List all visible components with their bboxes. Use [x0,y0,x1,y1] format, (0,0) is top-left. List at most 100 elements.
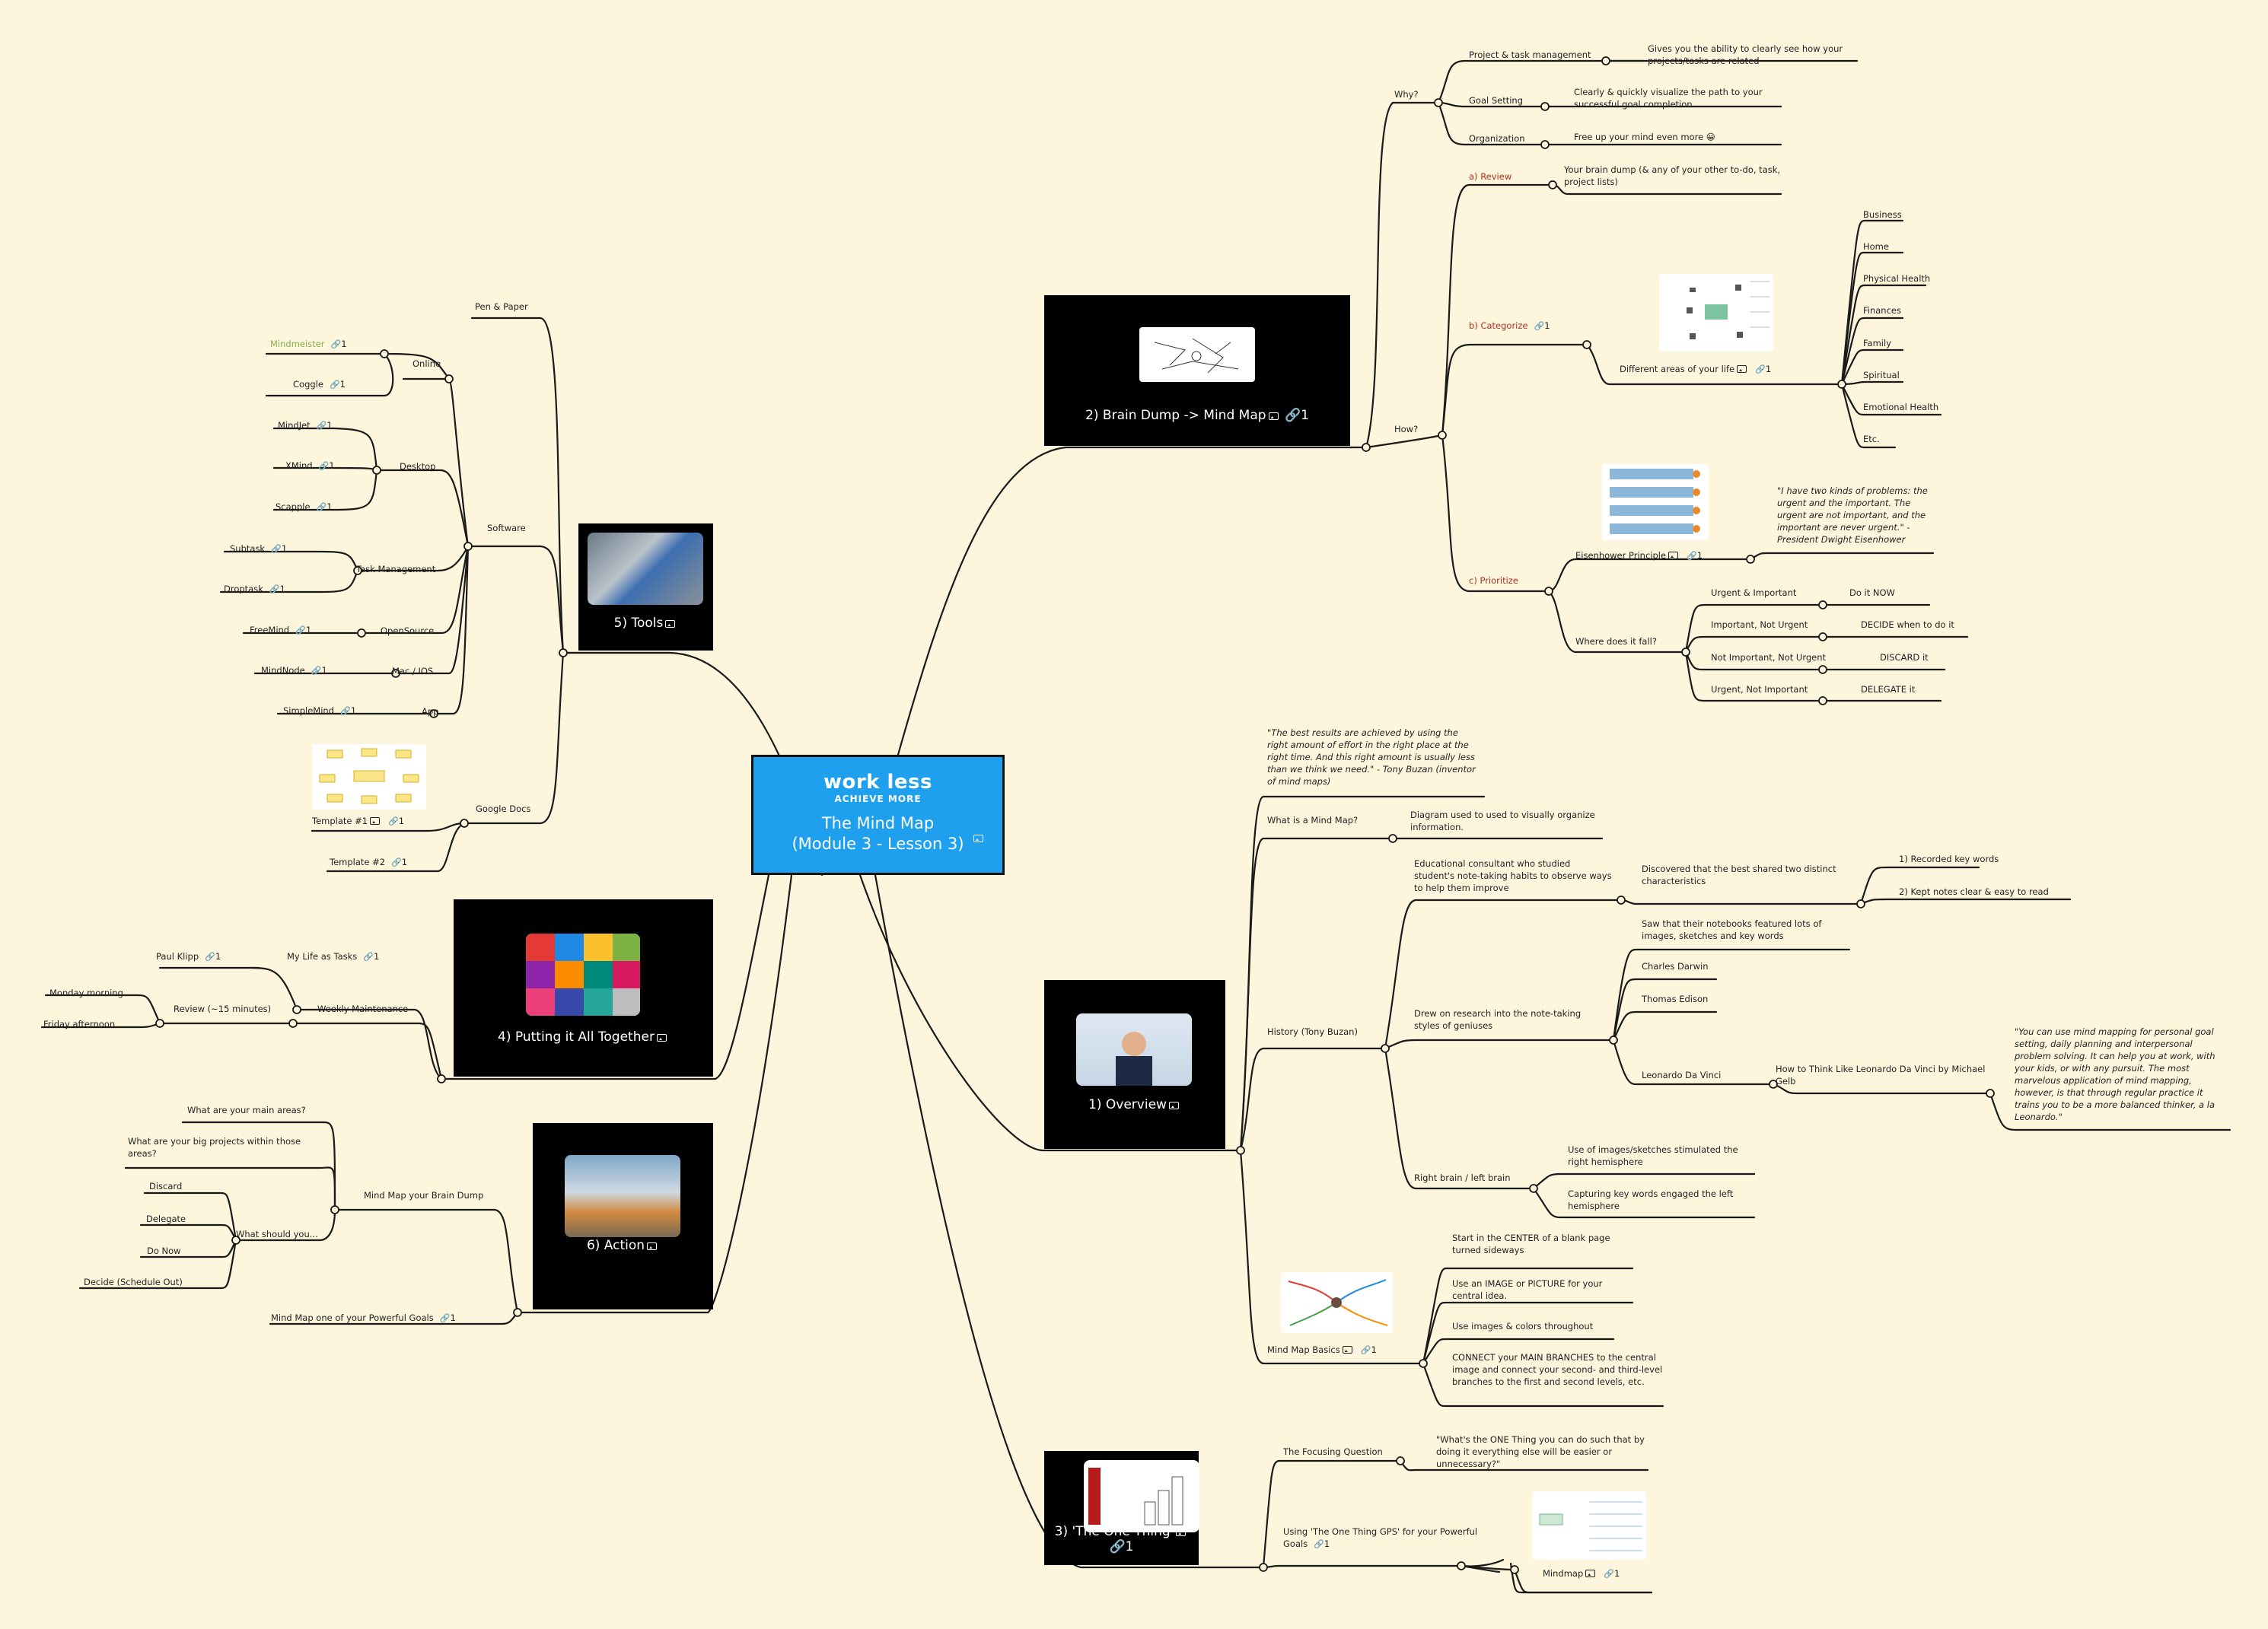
genius-davinci[interactable]: Leonardo Da Vinci [1642,1070,1722,1080]
node-pen-paper[interactable]: Pen & Paper [475,301,528,312]
tool-mindmeister[interactable]: Mindmeister🔗1 [270,339,347,349]
basics-item[interactable]: Use images & colors throughout [1452,1321,1594,1332]
node-history[interactable]: History (Tony Buzan) [1267,1026,1358,1037]
image-icon[interactable] [370,817,381,825]
node-categorize[interactable]: b) Categorize🔗1 [1469,320,1550,331]
link-icon[interactable]: 🔗 [1109,1539,1126,1554]
link-icon[interactable]: 🔗 [1284,408,1301,423]
node-review-minutes[interactable]: Review (~15 minutes) [174,1004,272,1014]
area-item[interactable]: Etc. [1863,434,1880,444]
node-mind-map-basics[interactable]: Mind Map Basics🔗1 [1267,1344,1377,1355]
link-icon[interactable]: 🔗 [295,625,306,635]
basics-item[interactable]: Use an IMAGE or PICTURE for your central… [1452,1278,1603,1301]
image-icon[interactable] [665,620,676,628]
link-icon[interactable]: 🔗 [316,502,327,512]
node-powerful-goals[interactable]: Mind Map one of your Powerful Goals🔗1 [271,1312,456,1323]
node-software[interactable]: Software [487,523,526,533]
branch-one-thing[interactable]: 3) 'The One Thing' 🔗1 [1044,1451,1199,1565]
node-images-right[interactable]: Use of images/sketches stimulated the ri… [1568,1144,1738,1167]
node-gelb-book[interactable]: How to Think Like Leonardo Da Vinci by M… [1776,1064,1986,1087]
node-weekly-maintenance[interactable]: Weekly Maintenance [317,1004,409,1014]
node-life-areas[interactable]: Different areas of your life🔗1 [1620,364,1772,374]
link-icon[interactable]: 🔗 [330,339,342,349]
node-notebooks[interactable]: Saw that their notebooks featured lots o… [1642,918,1822,941]
link-icon[interactable]: 🔗 [205,952,215,962]
node-big-projects[interactable]: What are your big projects within those … [128,1136,301,1159]
node-one-thing-gps[interactable]: Using 'The One Thing GPS' for your Power… [1283,1526,1478,1549]
area-item[interactable]: Spiritual [1863,370,1900,380]
link-icon[interactable]: 🔗 [271,544,282,554]
image-icon[interactable] [656,1034,667,1042]
genius-darwin[interactable]: Charles Darwin [1642,961,1709,972]
node-one-thing-mindmap[interactable]: Mindmap🔗1 [1543,1568,1620,1579]
tool-xmind[interactable]: XMind🔗1 [285,460,335,471]
tool-freemind[interactable]: FreeMind🔗1 [250,625,312,635]
link-icon[interactable]: 🔗 [1314,1539,1324,1549]
link-icon[interactable]: 🔗 [391,857,402,867]
link-icon[interactable]: 🔗 [329,380,340,390]
node-how[interactable]: How? [1394,424,1419,434]
tool-mindnode[interactable]: MindNode🔗1 [261,665,327,676]
link-icon[interactable]: 🔗 [311,666,322,676]
tool-droptask[interactable]: Droptask🔗1 [224,584,285,594]
node-prioritize[interactable]: c) Prioritize [1469,575,1518,586]
node-what-should[interactable]: What should you... [236,1229,318,1239]
should-item[interactable]: Delegate [146,1214,186,1224]
genius-edison[interactable]: Thomas Edison [1642,994,1709,1004]
quadrant-label[interactable]: Urgent, Not Important [1711,684,1808,695]
node-monday[interactable]: Monday morning [49,988,123,998]
quadrant-label[interactable]: Urgent & Important [1711,587,1797,598]
quadrant-action[interactable]: DISCARD it [1880,652,1929,663]
link-icon[interactable]: 🔗 [439,1313,451,1323]
image-icon[interactable] [1737,365,1747,373]
node-project-task[interactable]: Project & task management [1469,49,1591,60]
area-item[interactable]: Emotional Health [1863,402,1939,412]
node-template-1[interactable]: Template #1🔗1 [312,816,405,826]
node-organization[interactable]: Organization [1469,133,1525,144]
node-paul-klipp[interactable]: Paul Klipp🔗1 [156,951,221,962]
image-icon[interactable] [973,835,983,842]
quadrant-action[interactable]: Do it NOW [1849,587,1895,598]
branch-overview[interactable]: 1) Overview [1044,980,1225,1149]
node-kept-notes[interactable]: 2) Kept notes clear & easy to read [1899,886,2049,897]
branch-action[interactable]: 6) Action [533,1123,713,1309]
link-icon[interactable]: 🔗 [1604,1569,1614,1579]
tool-simplemind[interactable]: SimpleMind🔗1 [283,705,357,716]
link-icon[interactable]: 🔗 [1360,1345,1371,1355]
tool-scapple[interactable]: Scapple🔗1 [276,501,333,512]
node-goal-setting[interactable]: Goal Setting [1469,95,1524,106]
image-icon[interactable] [1342,1346,1352,1354]
branch-tools[interactable]: 5) Tools [578,523,713,651]
tool-subtask[interactable]: Subtask🔗1 [230,543,288,554]
quadrant-action[interactable]: DECIDE when to do it [1861,619,1954,630]
quadrant-action[interactable]: DELEGATE it [1861,684,1916,695]
tool-mindjet[interactable]: MindJet🔗1 [278,420,333,431]
quadrant-label[interactable]: Not Important, Not Urgent [1711,652,1827,663]
central-topic[interactable]: work less ACHIEVE MORE The Mind Map (Mod… [751,755,1005,875]
link-icon[interactable]: 🔗 [1534,321,1545,331]
node-discovered[interactable]: Discovered that the best shared two dist… [1642,864,1836,886]
image-icon[interactable] [1176,1529,1187,1536]
basics-item[interactable]: CONNECT your MAIN BRANCHES to the centra… [1452,1352,1663,1387]
node-desktop[interactable]: Desktop [400,461,436,472]
link-icon[interactable]: 🔗 [1687,551,1697,561]
link-icon[interactable]: 🔗 [318,461,330,471]
image-icon[interactable] [1268,412,1279,420]
image-icon[interactable] [647,1242,658,1250]
node-consultant[interactable]: Educational consultant who studied stude… [1414,858,1612,893]
should-item[interactable]: Do Now [147,1246,181,1256]
image-icon[interactable] [1168,1102,1179,1109]
branch-brain-dump[interactable]: 2) Brain Dump -> Mind Map 🔗1 [1044,295,1350,446]
node-opensource[interactable]: OpenSource [381,625,435,636]
node-keywords-left[interactable]: Capturing key words engaged the left hem… [1568,1188,1734,1211]
branch-putting-together[interactable]: 4) Putting it All Together [454,899,713,1077]
link-icon[interactable]: 🔗 [339,706,351,716]
node-where-fall[interactable]: Where does it fall? [1575,636,1657,647]
node-template-2[interactable]: Template #2🔗1 [330,857,408,867]
node-online[interactable]: Online [413,358,441,369]
image-icon[interactable] [1668,552,1679,559]
node-main-areas[interactable]: What are your main areas? [187,1105,306,1115]
link-icon[interactable]: 🔗 [316,421,327,431]
node-focusing-question[interactable]: The Focusing Question [1283,1446,1383,1457]
quadrant-label[interactable]: Important, Not Urgent [1711,619,1808,630]
